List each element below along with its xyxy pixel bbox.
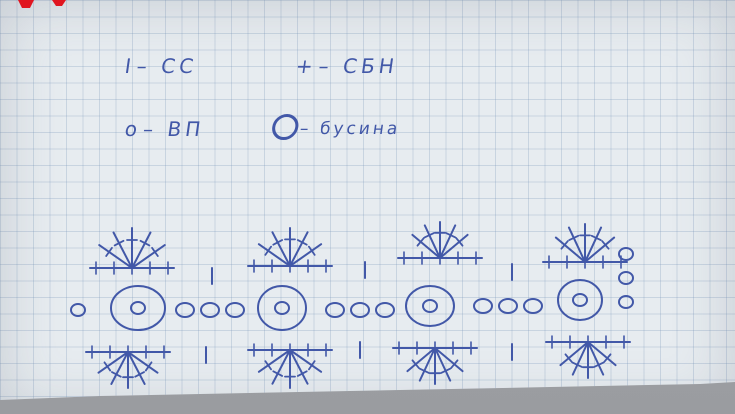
top-fan-4-crossbar [590,234,602,241]
bottom-fan-4-stitch [571,341,589,376]
bottom-fan-1-crossbar [103,361,112,372]
bottom-fan-3-stitch [406,347,436,373]
bottom-fan-1-stitch [110,351,129,385]
chain-stitch [618,247,634,261]
bead-outer [557,279,603,321]
top-fan-3-stitch [439,233,469,259]
top-fan-3-stitch [423,224,441,259]
chain-stitch [523,298,543,314]
chain-stitch [350,302,370,318]
chain-stitch [618,271,634,285]
chain-stitch [70,303,86,317]
top-fan-3-stitch [411,233,441,259]
bottom-fan-3-stitch [418,347,436,382]
bottom-fan-2-crossbar [264,360,272,371]
bottom-fan-2-stitch [257,349,291,373]
chain-stitch [225,302,245,318]
top-fan-4-stitch [584,236,616,263]
bottom-fan-1-crossbar [144,361,153,372]
top-fan-1-stitch [112,231,133,269]
top-fan-1-stitch [131,231,152,269]
top-fan-4-stitch [567,226,586,263]
bottom-fan-1-stitch [97,351,129,374]
red-corner-mark [18,0,66,8]
top-fan-1-crossbar [105,246,113,257]
chain-stitch [473,298,493,314]
bottom-fan-4-crossbar [603,353,612,363]
chain-stitch [200,302,220,318]
bottom-fan-3-crossbar [411,359,420,369]
top-fan-2-stitch [289,231,309,267]
bead-outer [257,285,307,331]
bottom-fan-4-stitch [587,341,605,376]
bottom-fan-3-stitch [434,347,464,373]
bottom-fan-2-stitch [289,349,309,385]
top-fan-2-crossbar [308,245,316,256]
chain-stitch [175,302,195,318]
bottom-fan-1-crossbar [111,371,122,378]
bead-inner [274,301,290,315]
chain-stitch [498,298,518,314]
top-fan-2-stitch [289,243,323,267]
bottom-fan-3-crossbar [450,359,459,369]
bottom-fan-2-crossbar [308,360,316,371]
bottom-fan-3-crossbar [440,367,452,374]
bottom-fan-2-stitch [271,349,291,385]
bottom-fan-4-crossbar [564,353,573,363]
top-fan-2-crossbar [296,239,308,246]
top-fan-4-stitch [584,226,603,263]
top-fan-4-crossbar [601,240,610,250]
top-fan-2-stitch [257,243,291,267]
bottom-fan-2-stitch [289,349,323,373]
bead-inner [572,293,588,307]
top-fan-3-crossbar [423,232,435,239]
bottom-fan-4-crossbar [571,361,583,368]
bead-inner [422,299,438,313]
chain-stitch [325,302,345,318]
bead-outer [110,285,166,331]
top-fan-4-crossbar [560,240,569,250]
bottom-fan-1-stitch [127,351,159,374]
bead-inner [130,301,146,315]
top-fan-2-crossbar [264,245,272,256]
top-fan-4-stitch [554,236,586,263]
bottom-fan-4-stitch [587,341,617,367]
top-fan-3-crossbar [445,232,457,239]
top-fan-1-crossbar [139,239,151,247]
top-fan-1-crossbar [151,246,159,257]
chain-stitch [618,295,634,309]
bottom-fan-1-stitch [127,351,146,385]
bottom-fan-2-crossbar [296,370,308,377]
top-fan-1-stitch [98,244,133,269]
bottom-fan-3-stitch [434,347,452,382]
bottom-fan-1-crossbar [134,371,145,378]
chain-stitch [375,302,395,318]
bottom-fan-4-crossbar [593,361,605,368]
top-fan-2-crossbar [272,239,284,246]
top-fan-2-stitch [271,231,291,267]
top-fan-3-crossbar [416,237,425,247]
bead-outer [405,285,455,327]
top-fan-1-stitch [131,244,166,269]
bottom-fan-3-crossbar [418,367,430,374]
top-fan-4-crossbar [568,234,580,241]
top-fan-3-stitch [439,224,457,259]
top-fan-3-crossbar [455,237,464,247]
top-fan-1-crossbar [113,239,125,247]
bottom-fan-2-crossbar [272,370,284,377]
bottom-fan-4-stitch [559,341,589,367]
